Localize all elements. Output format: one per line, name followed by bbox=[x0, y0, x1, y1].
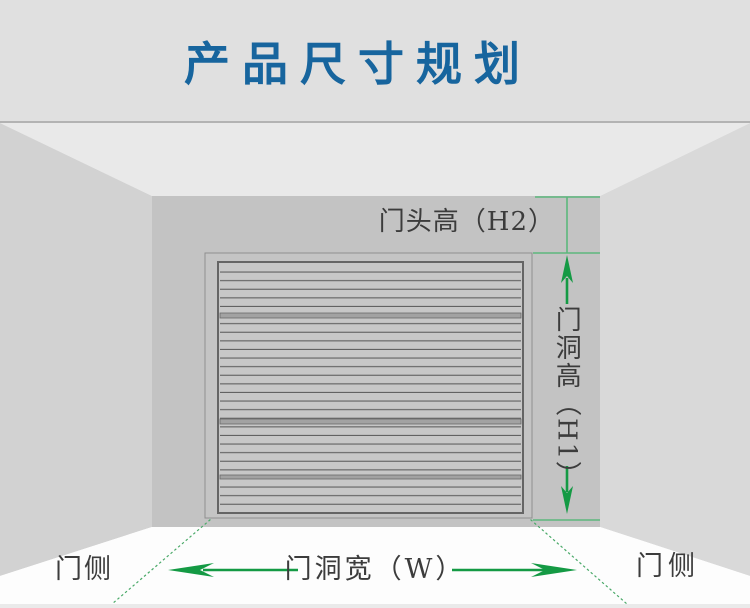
door-slat-band bbox=[219, 418, 522, 425]
left-floor-guide-line bbox=[111, 512, 219, 605]
door-side-label-right: 门侧 bbox=[636, 551, 700, 582]
door-slat-band bbox=[219, 312, 522, 319]
door-slats bbox=[220, 264, 521, 511]
right-floor-guide-line bbox=[522, 512, 628, 605]
header-height-label: 门头高（H2） bbox=[378, 207, 555, 237]
door-slat-band bbox=[219, 474, 522, 480]
opening-height-label: 门洞高（H1） bbox=[551, 306, 582, 490]
ceiling bbox=[0, 123, 750, 196]
opening-width-label: 门洞宽（W） bbox=[284, 554, 466, 585]
title-bar: 产品尺寸规划 bbox=[0, 0, 750, 123]
roller-door bbox=[204, 252, 533, 519]
door-side-label-left: 门侧 bbox=[55, 554, 113, 585]
page-title: 产品尺寸规划 bbox=[184, 36, 532, 91]
w-left-arrow-icon bbox=[168, 563, 298, 577]
h1-up-arrow-icon bbox=[561, 255, 573, 304]
floor-apron-strip bbox=[0, 604, 750, 608]
room-drawing bbox=[0, 123, 750, 608]
w-right-arrow-icon bbox=[452, 563, 577, 577]
h1-down-arrow-icon bbox=[561, 466, 573, 514]
right-wall bbox=[600, 123, 750, 576]
room-scene bbox=[0, 123, 750, 608]
left-wall bbox=[0, 123, 152, 576]
